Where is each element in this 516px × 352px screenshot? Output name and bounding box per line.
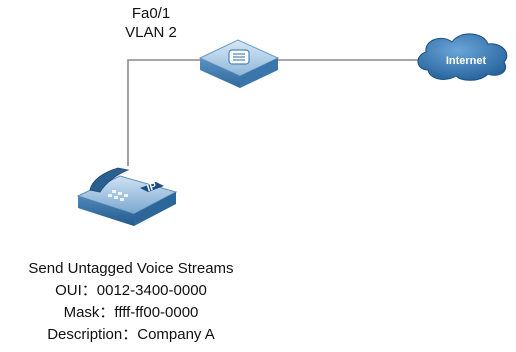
ip-badge-label: IP: [146, 181, 159, 194]
caption-oui: OUI：0012-3400-0000: [55, 282, 207, 299]
ip-phone[interactable]: IP: [76, 167, 178, 226]
caption-mask: Mask：ffff-ff00-0000: [63, 304, 199, 321]
ip-badge: IP: [140, 181, 164, 194]
port-label: Fa0/1 VLAN 2: [108, 4, 194, 42]
link-switch-to-phone: [127, 59, 200, 166]
caption-description: Description：Company A: [47, 326, 215, 343]
internet-cloud[interactable]: Internet: [417, 33, 508, 81]
switch-device[interactable]: [198, 39, 280, 88]
keypad: [108, 190, 128, 201]
internet-label: Internet: [446, 55, 487, 67]
switch-icon: [228, 49, 250, 65]
interface-label: Fa0/1: [131, 5, 171, 22]
phone-config-caption: Send Untagged Voice Streams OUI：0012-340…: [0, 258, 262, 346]
caption-mode: Send Untagged Voice Streams: [28, 260, 234, 277]
vlan-label: VLAN 2: [125, 24, 177, 41]
